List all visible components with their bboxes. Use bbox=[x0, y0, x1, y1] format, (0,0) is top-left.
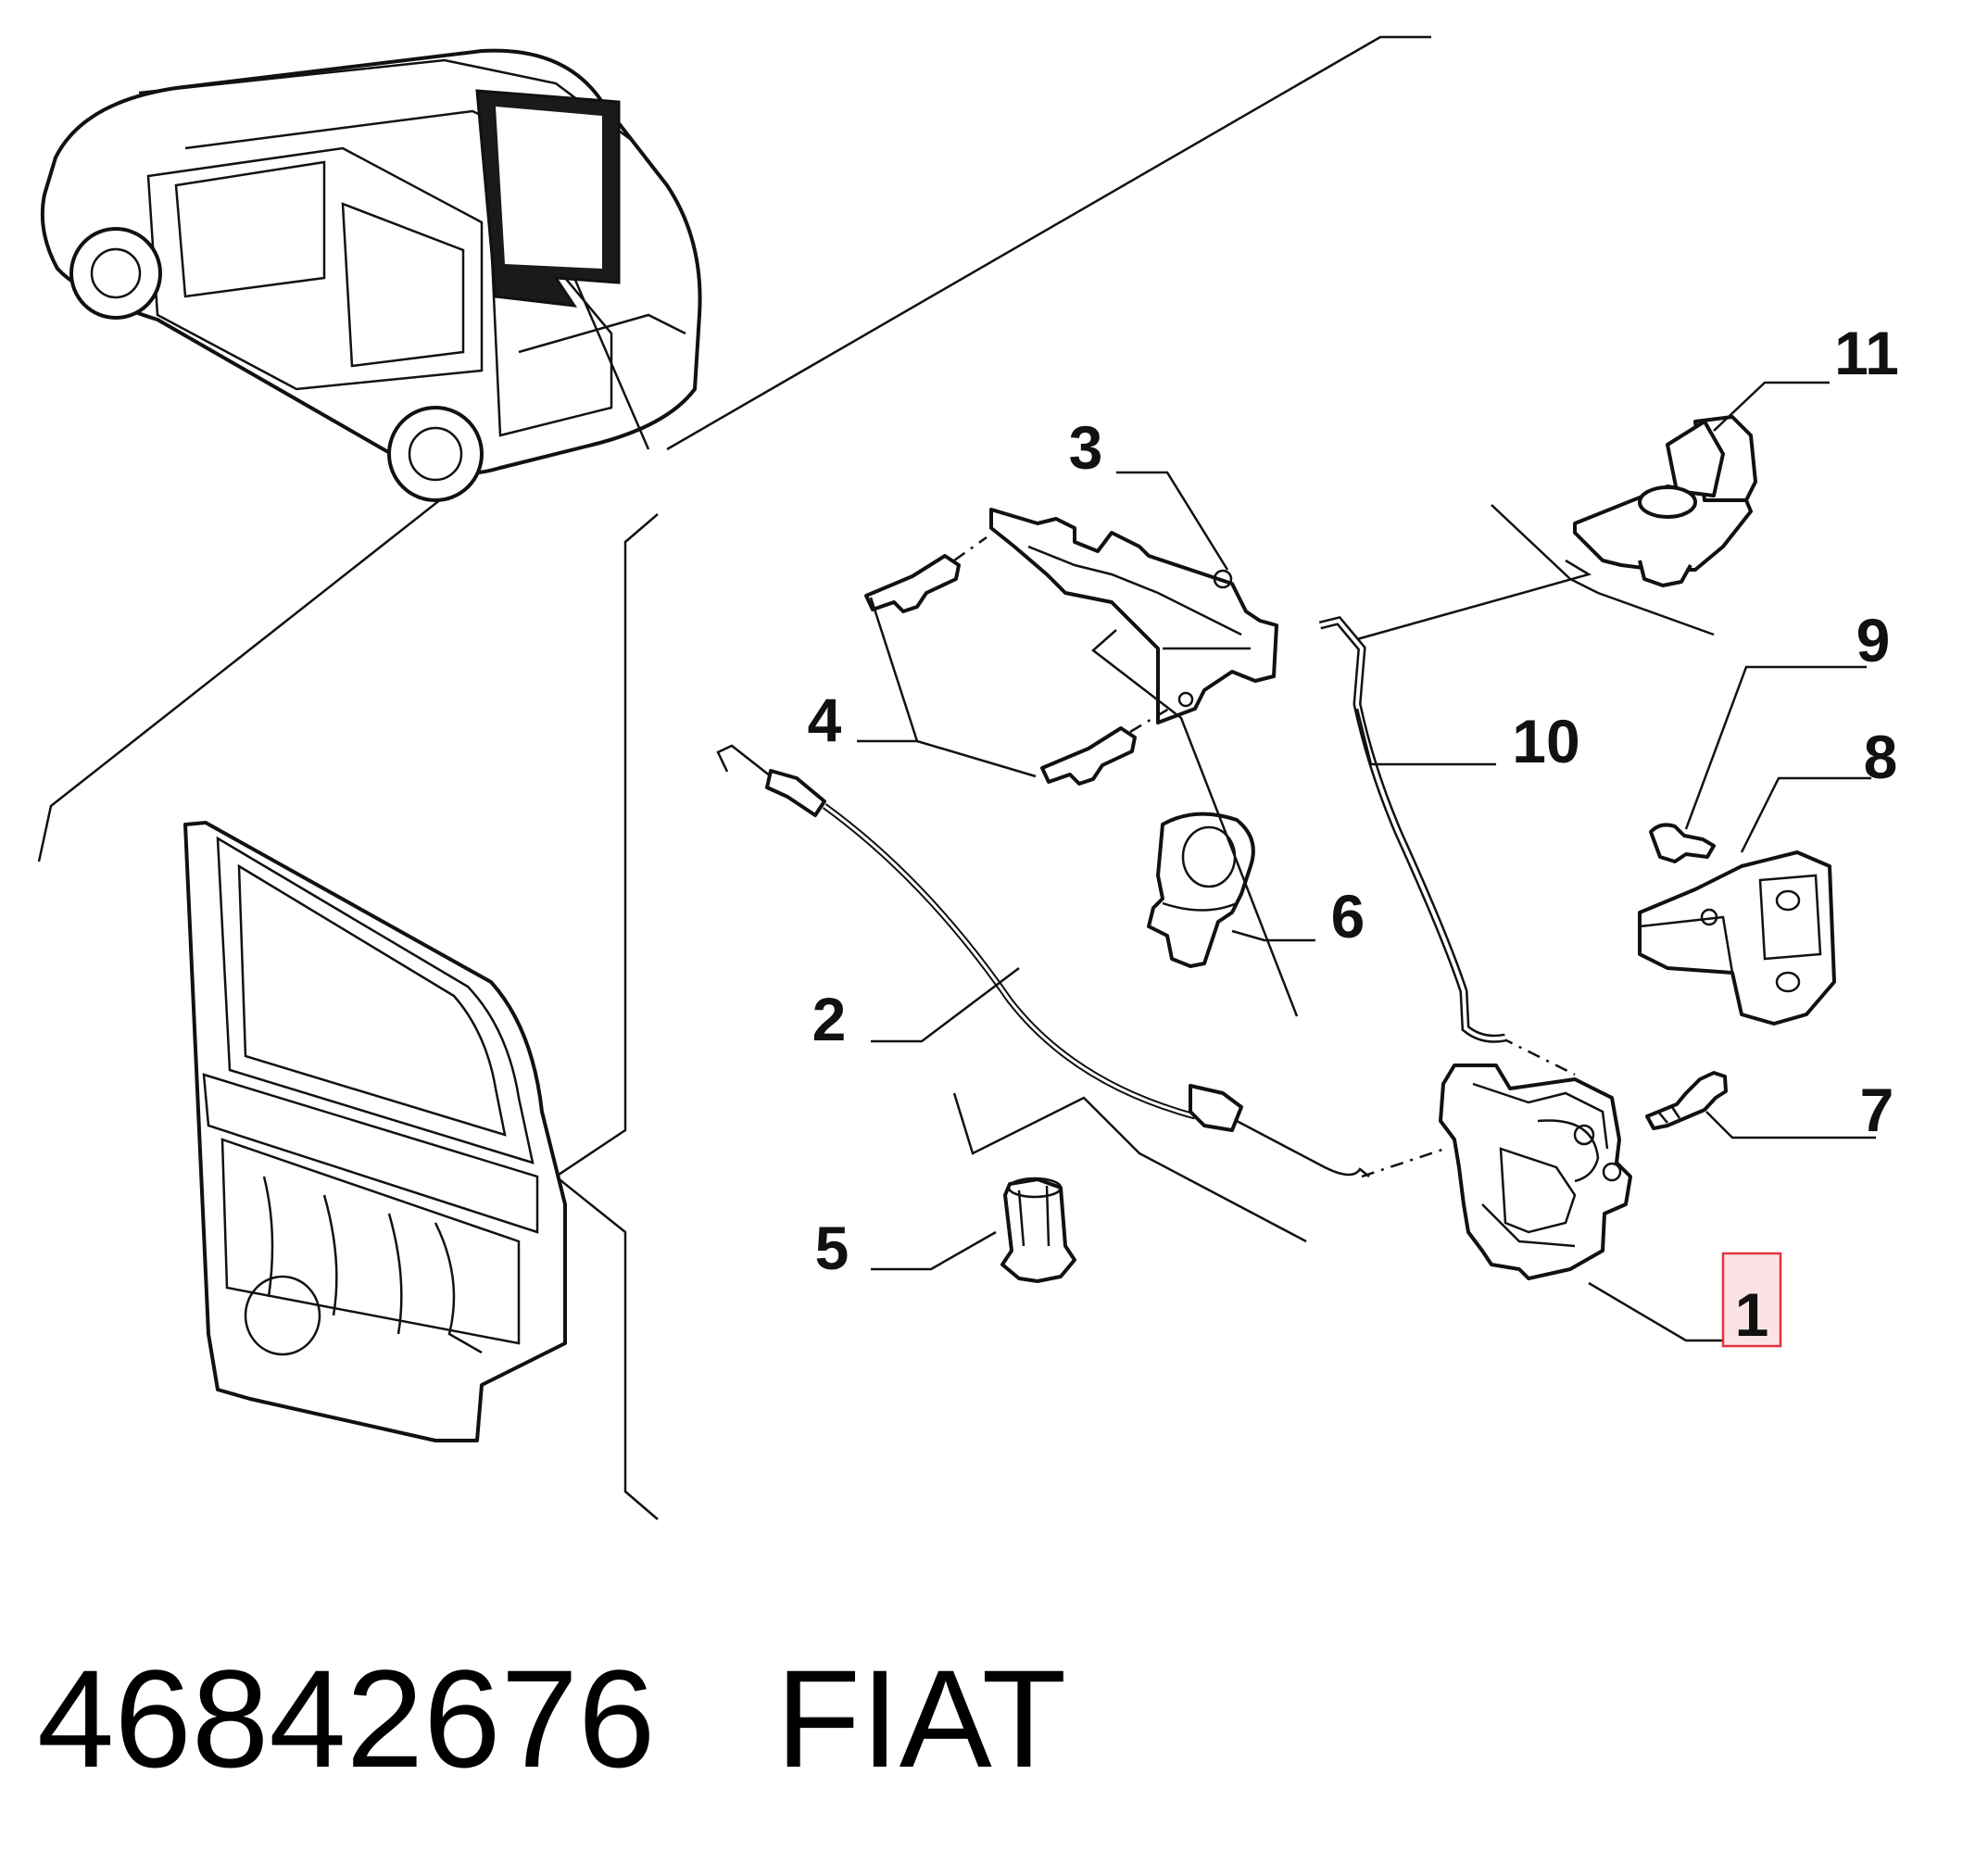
part-11-retainer bbox=[1573, 415, 1757, 587]
leader-lines bbox=[857, 381, 1876, 1342]
callout-3: 3 bbox=[1069, 413, 1103, 482]
callout-1-highlight-box bbox=[1721, 1252, 1782, 1348]
part-10-rod bbox=[1318, 615, 1506, 1043]
callout-8: 8 bbox=[1864, 723, 1898, 791]
part-7-screw bbox=[1645, 1071, 1728, 1130]
brand-name: FIAT bbox=[775, 1641, 1067, 1796]
callout-2: 2 bbox=[812, 985, 847, 1053]
callout-10: 10 bbox=[1512, 707, 1579, 775]
car-overview-illustration bbox=[40, 48, 702, 502]
part-6-grommet bbox=[1147, 812, 1255, 968]
callout-5: 5 bbox=[815, 1214, 849, 1282]
part-4-rivets bbox=[864, 535, 1170, 786]
callout-1: 1 bbox=[1735, 1280, 1769, 1349]
part-caption: 46842676 FIAT bbox=[37, 1640, 1066, 1797]
callout-9: 9 bbox=[1856, 606, 1891, 674]
callout-6: 6 bbox=[1331, 882, 1365, 950]
part-9-small-screw bbox=[1649, 823, 1716, 863]
part-3-bracket bbox=[989, 508, 1278, 724]
callout-labels: 1 2 3 4 5 6 7 8 9 10 11 bbox=[808, 319, 1899, 1349]
callout-11: 11 bbox=[1834, 319, 1899, 387]
callout-7: 7 bbox=[1860, 1076, 1894, 1144]
part-1-door-lock bbox=[1361, 1036, 1632, 1280]
door-panel-illustration bbox=[183, 821, 567, 1442]
part-2-cable bbox=[716, 744, 1370, 1177]
part-5-clip bbox=[1000, 1177, 1076, 1283]
part-number: 46842676 bbox=[37, 1641, 656, 1796]
callout-4: 4 bbox=[808, 686, 842, 754]
part-8-striker bbox=[1638, 850, 1836, 1026]
